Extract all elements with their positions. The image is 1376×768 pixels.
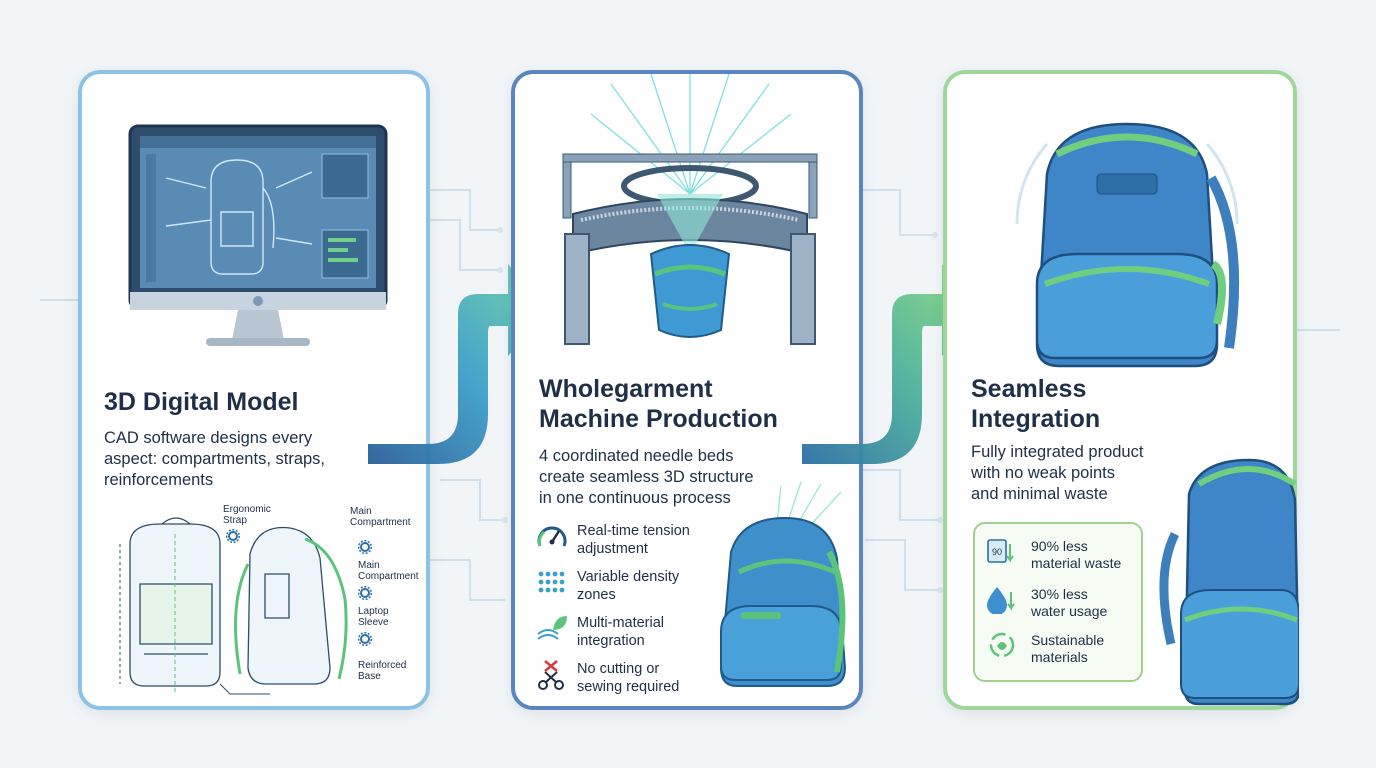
cad-monitor-illustration	[128, 124, 388, 346]
backpack-blueprint-illustration	[119, 517, 348, 695]
leaf-thread-icon	[537, 616, 567, 640]
gear-icon	[358, 540, 372, 554]
gauge-icon	[537, 526, 567, 547]
finished-backpack-illustration	[1015, 122, 1240, 368]
recycle-icon	[989, 632, 1015, 658]
svg-text:90: 90	[992, 547, 1002, 557]
gear-icon	[358, 632, 372, 646]
knitted-backpack-illustration	[719, 482, 847, 687]
flow-arrow-1	[368, 264, 548, 464]
no-scissors-icon	[538, 660, 564, 690]
gear-icon	[226, 529, 240, 543]
step-card-digital-model: 3D Digital Model CAD software designs ev…	[78, 70, 430, 710]
gear-icon	[358, 586, 372, 600]
step-card-wholegarment-production: Wholegarment Machine Production 4 coordi…	[511, 70, 863, 710]
step-title: Wholegarment Machine Production	[539, 375, 778, 433]
mesh-icon	[538, 571, 565, 593]
water-drop-icon	[987, 587, 1015, 614]
flow-arrow-2	[802, 264, 982, 464]
step-title: Seamless Integration	[971, 375, 1101, 433]
step-description: Fully integrated product with no weak po…	[971, 443, 1144, 503]
backpack-side-view-illustration	[1159, 458, 1299, 706]
step-description: 4 coordinated needle beds create seamles…	[539, 447, 754, 507]
knitting-machine-illustration	[562, 74, 818, 345]
step-title: 3D Digital Model	[104, 388, 299, 416]
step-description: CAD software designs every aspect: compa…	[104, 429, 326, 489]
recycle-bin-icon: 90	[987, 539, 1014, 563]
step-card-seamless-integration: Seamless Integration Fully integrated pr…	[943, 70, 1299, 710]
